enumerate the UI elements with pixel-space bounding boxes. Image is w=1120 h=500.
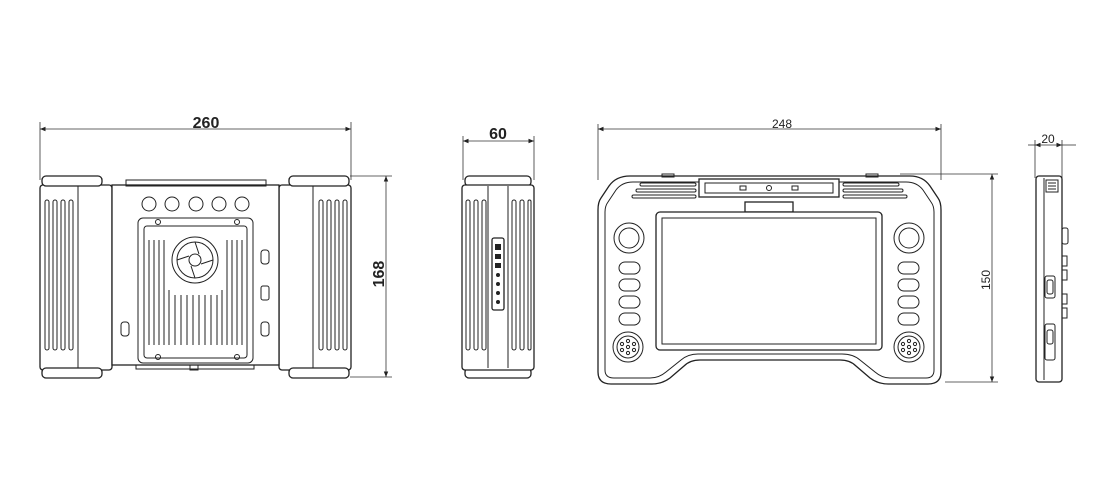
dimension-front-width: 260 xyxy=(39,115,352,180)
dimension-side-depth: 60 xyxy=(462,126,535,180)
controller-side-view: 20 xyxy=(1028,132,1076,383)
dimension-label-20: 20 xyxy=(1041,132,1055,146)
right-joystick[interactable] xyxy=(893,222,925,254)
dimension-label-260: 260 xyxy=(193,115,220,132)
left-button-column[interactable] xyxy=(618,261,641,326)
top-vents xyxy=(631,173,908,199)
dimension-controller-height: 150 xyxy=(900,173,998,383)
right-handle xyxy=(278,175,352,379)
heatsink-fins xyxy=(148,240,243,345)
side-port-strip xyxy=(491,237,505,311)
left-handle xyxy=(39,175,113,379)
dimension-controller-depth: 20 xyxy=(1028,132,1076,178)
controller-view: 248 150 xyxy=(597,117,998,385)
front-view: 260 168 xyxy=(39,115,392,379)
dimension-label-60: 60 xyxy=(489,126,507,143)
front-body xyxy=(111,179,280,371)
dimension-front-height: 168 xyxy=(350,175,392,378)
dimension-label-150: 150 xyxy=(979,270,993,290)
left-speaker xyxy=(612,331,644,363)
dimension-label-248: 248 xyxy=(772,117,792,131)
right-speaker xyxy=(893,331,925,363)
controller-screen[interactable] xyxy=(655,211,883,351)
fan xyxy=(171,236,219,284)
top-button[interactable] xyxy=(744,201,794,213)
dimension-controller-width: 248 xyxy=(597,117,942,180)
camera-bar xyxy=(698,178,840,198)
dimension-label-168: 168 xyxy=(371,261,388,288)
left-joystick[interactable] xyxy=(613,222,645,254)
side-view: 60 xyxy=(461,126,535,379)
right-button-column[interactable] xyxy=(897,261,920,326)
